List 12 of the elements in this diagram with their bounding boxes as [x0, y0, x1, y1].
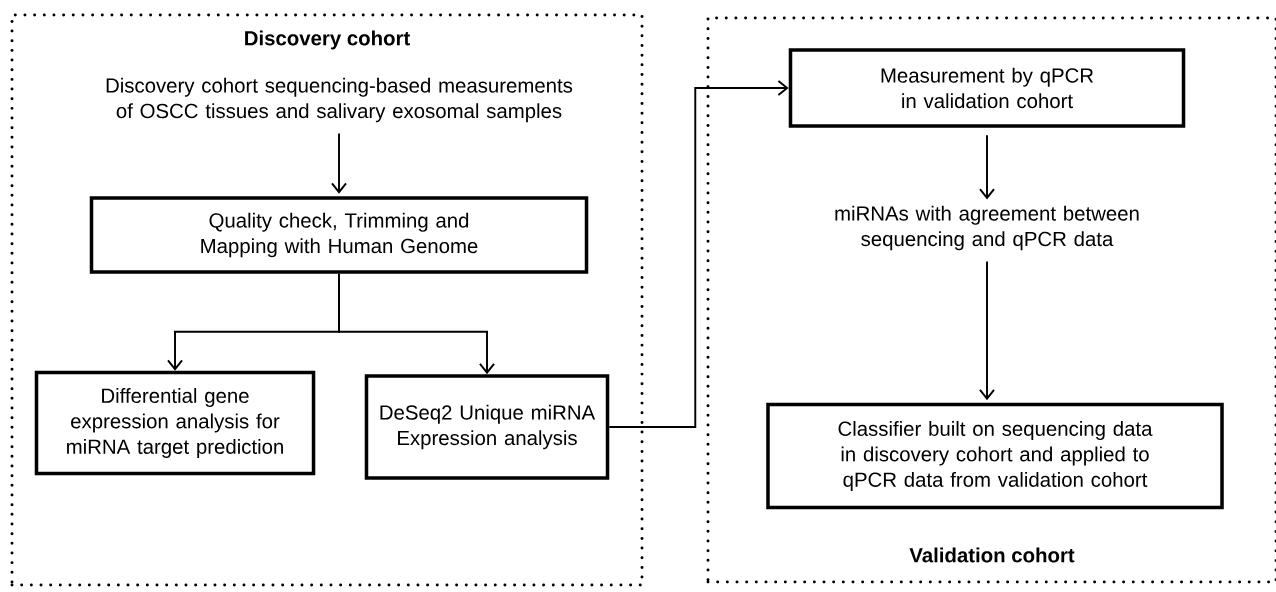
arrow — [979, 260, 995, 401]
process-box: Classifier built on sequencing data in discovery cohort and applied to qPCR data from validation cohort — [766, 402, 1224, 510]
step-text: miRNAs with agreement between sequencing and qPCR data — [835, 205, 1139, 251]
step-text: Discovery cohort sequencing-based measurements of OSCC tissues and salivary exosomal samples — [106, 77, 573, 123]
process-box: Differential gene expression analysis for miRNA target prediction — [34, 370, 316, 476]
arrow — [331, 132, 347, 194]
process-box: Quality check, Trimming and Mapping with Human Genome — [89, 196, 589, 274]
process-box: Measurement by qPCR in validation cohort — [788, 48, 1186, 128]
arrow — [338, 272, 495, 375]
arrow — [979, 134, 995, 200]
process-box: DeSeq2 Unique miRNA Expression analysis — [364, 374, 610, 480]
arrow — [608, 80, 789, 428]
